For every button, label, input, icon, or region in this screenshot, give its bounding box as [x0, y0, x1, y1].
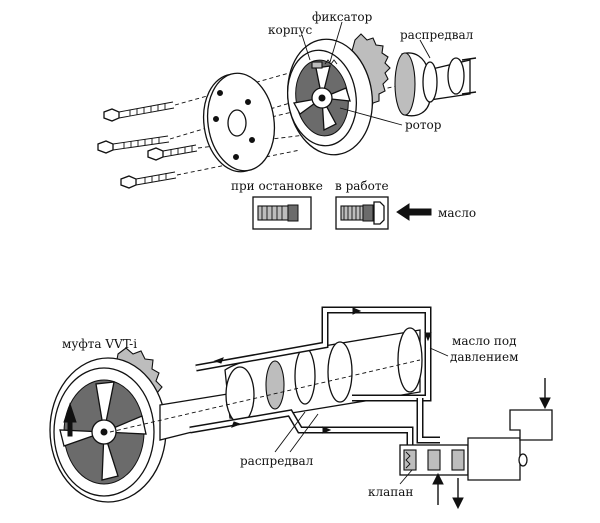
label-v-rabote: в работе	[335, 179, 389, 193]
leader-raspredval-2	[289, 413, 319, 453]
label-raspredval-top: распредвал	[400, 28, 474, 42]
cover-plate	[202, 72, 276, 173]
label-maslo-pod-1: масло под	[452, 334, 516, 348]
oil-channels	[189, 306, 440, 450]
lock-pin-states: при остановке в работе масло	[231, 179, 476, 230]
exploded-view: корпус фиксатор распредвал ротор	[97, 10, 477, 189]
label-rotor: ротор	[405, 118, 442, 132]
leader-raspredval	[274, 411, 306, 453]
label-klapan: клапан	[368, 485, 413, 499]
pin-running	[335, 196, 389, 230]
oil-control-valve	[399, 378, 553, 510]
top-leaders	[301, 21, 431, 126]
label-pri-ostanovke: при остановке	[231, 179, 323, 193]
label-korpus: корпус	[268, 23, 312, 37]
bolt-3	[147, 144, 198, 161]
bolt-1	[103, 101, 175, 122]
label-maslo-pod-2: давлением	[450, 350, 518, 364]
vvt-i-coupling	[49, 347, 167, 503]
label-mufta: муфта VVT-i	[62, 337, 137, 351]
bolts	[97, 101, 198, 189]
label-raspredval-bottom: распредвал	[240, 454, 314, 468]
label-fiksator: фиксатор	[312, 10, 373, 24]
vvt-housing	[286, 33, 391, 156]
bolt-2	[97, 135, 170, 154]
oil-arrow-icon	[396, 203, 432, 221]
camshaft-top	[394, 52, 477, 117]
pin-stopped	[252, 196, 312, 230]
system-view: муфта VVT-i масло под давлением распредв…	[49, 306, 553, 510]
leader-maslo-pod	[429, 347, 449, 357]
label-maslo: масло	[438, 206, 476, 220]
camshaft-bottom	[109, 327, 423, 441]
bolt-4	[120, 171, 177, 189]
